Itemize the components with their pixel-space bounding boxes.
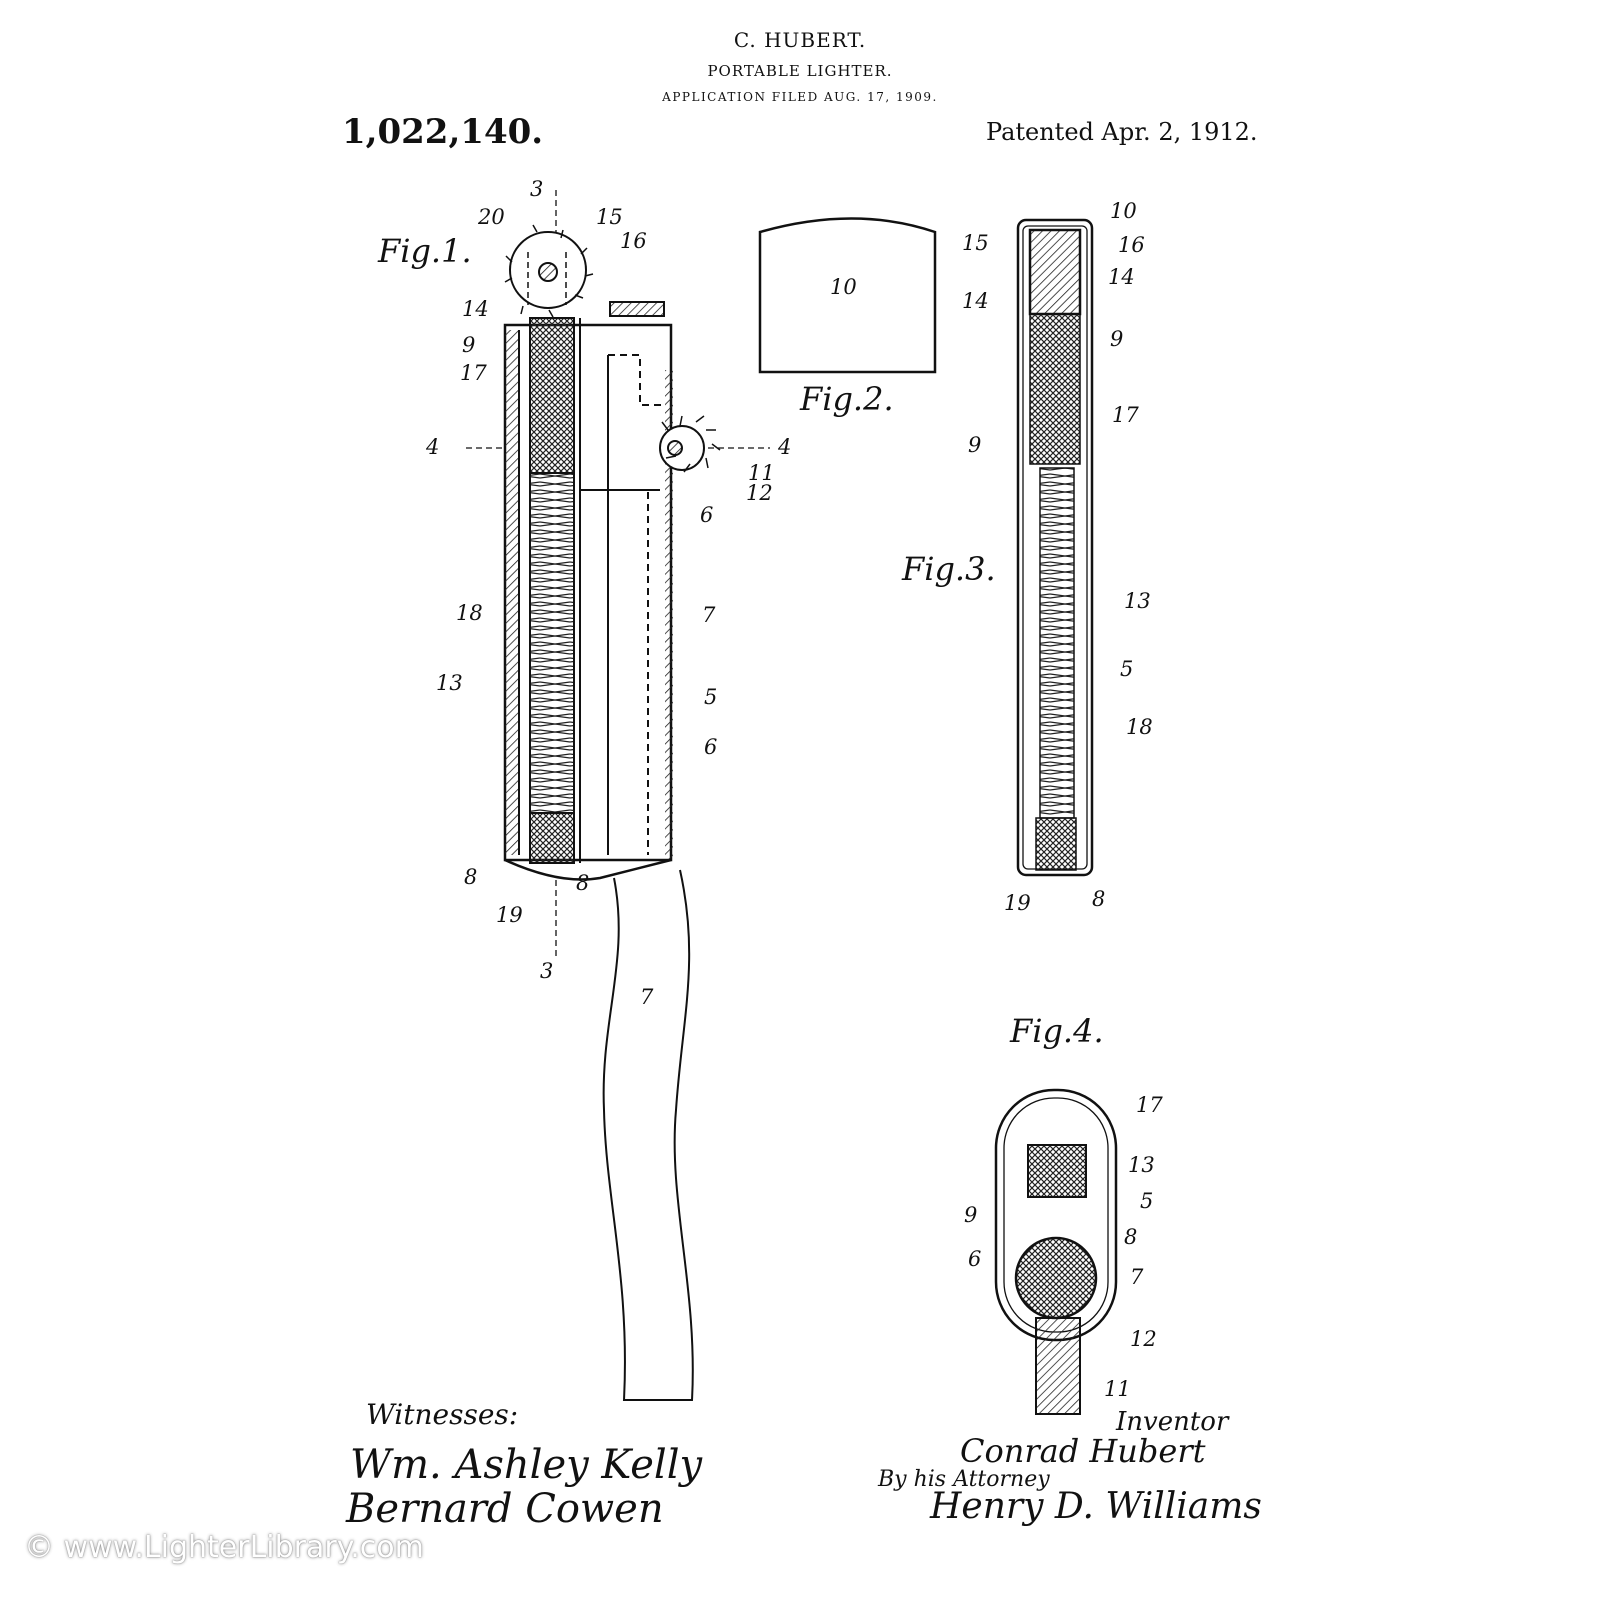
ref-13-fig3: 13 [1124, 589, 1151, 613]
ref-14-fig3a: 14 [1108, 265, 1135, 289]
ref-5-fig1: 5 [704, 685, 717, 709]
witness-1-signature: Wm. Ashley Kelly [350, 1442, 703, 1488]
inventor-name: C. HUBERT. [733, 28, 867, 52]
ref-4-right: 4 [777, 435, 791, 459]
inventor-signature: Conrad Hubert [960, 1432, 1206, 1470]
ref-11-fig4: 11 [1104, 1377, 1131, 1401]
ref-16-fig1: 16 [620, 229, 647, 253]
ref-14-fig3b: 14 [962, 289, 989, 313]
ref-8-fig4: 8 [1124, 1225, 1137, 1249]
ref-17-fig1: 17 [460, 361, 487, 385]
ref-17-fig3: 17 [1112, 403, 1139, 427]
ref-18-fig3: 18 [1126, 715, 1153, 739]
ref-6-fig4: 6 [968, 1247, 981, 1271]
ref-12-fig1: 12 [746, 481, 773, 505]
fig4-label: Fig.4. [1009, 1012, 1104, 1050]
ref-9-fig4: 9 [964, 1203, 977, 1227]
ref-6-fig1a: 6 [700, 503, 713, 527]
figure-1 [466, 190, 770, 1401]
figure-4 [994, 1088, 1118, 1415]
ref-8-fig3: 8 [1092, 887, 1105, 911]
ref-19-fig3: 19 [1004, 891, 1031, 915]
fig3-label: Fig.3. [901, 550, 996, 588]
ref-10-fig3: 10 [1110, 199, 1137, 223]
patent-number: 1,022,140. [342, 112, 544, 152]
inventor-label: Inventor [1115, 1407, 1230, 1437]
ref-16-fig3: 16 [1118, 233, 1145, 257]
ref-7-fig1b: 7 [640, 985, 654, 1009]
ref-13-fig1: 13 [436, 671, 463, 695]
ref-4-left: 4 [425, 435, 439, 459]
ref-17-fig4: 17 [1136, 1093, 1163, 1117]
ref-19-fig1: 19 [496, 903, 523, 927]
ref-15-fig3: 15 [962, 231, 989, 255]
witness-2-signature: Bernard Cowen [345, 1486, 664, 1532]
patent-date: Patented Apr. 2, 1912. [986, 118, 1258, 146]
ref-5-fig3: 5 [1120, 657, 1133, 681]
ref-7-fig4: 7 [1130, 1265, 1144, 1289]
ref-3-top: 3 [530, 177, 543, 201]
ref-9-fig3b: 9 [968, 433, 981, 457]
patent-title: PORTABLE LIGHTER. [707, 62, 893, 80]
ref-8-fig1a: 8 [464, 865, 477, 889]
ref-8-fig1b: 8 [576, 871, 589, 895]
watermark: © www.LighterLibrary.com [24, 1530, 424, 1565]
figure-3 [1016, 218, 1094, 877]
attorney-signature: Henry D. Williams [929, 1486, 1262, 1527]
ref-11-fig1: 11 [748, 461, 775, 485]
ref-9-fig3a: 9 [1110, 327, 1123, 351]
ref-15-fig1: 15 [596, 205, 623, 229]
fig2-label: Fig.2. [799, 380, 894, 418]
ref-3-bottom: 3 [540, 959, 553, 983]
ref-14-fig1: 14 [462, 297, 489, 321]
ref-20: 20 [477, 205, 505, 229]
attorney-label: By his Attorney [877, 1467, 1050, 1492]
ref-5-fig4: 5 [1140, 1189, 1153, 1213]
ref-12-fig4: 12 [1130, 1327, 1157, 1351]
ref-9-fig1: 9 [462, 333, 475, 357]
fig1-label: Fig.1. [377, 232, 472, 270]
ref-6-fig1b: 6 [704, 735, 717, 759]
figure-2 [758, 217, 937, 374]
ref-7-fig1a: 7 [702, 603, 716, 627]
witnesses-label: Witnesses: [366, 1398, 518, 1431]
ref-10-fig2: 10 [830, 275, 857, 299]
ref-18-fig1: 18 [456, 601, 483, 625]
ref-13-fig4: 13 [1128, 1153, 1155, 1177]
filing-date: APPLICATION FILED AUG. 17, 1909. [662, 90, 938, 104]
